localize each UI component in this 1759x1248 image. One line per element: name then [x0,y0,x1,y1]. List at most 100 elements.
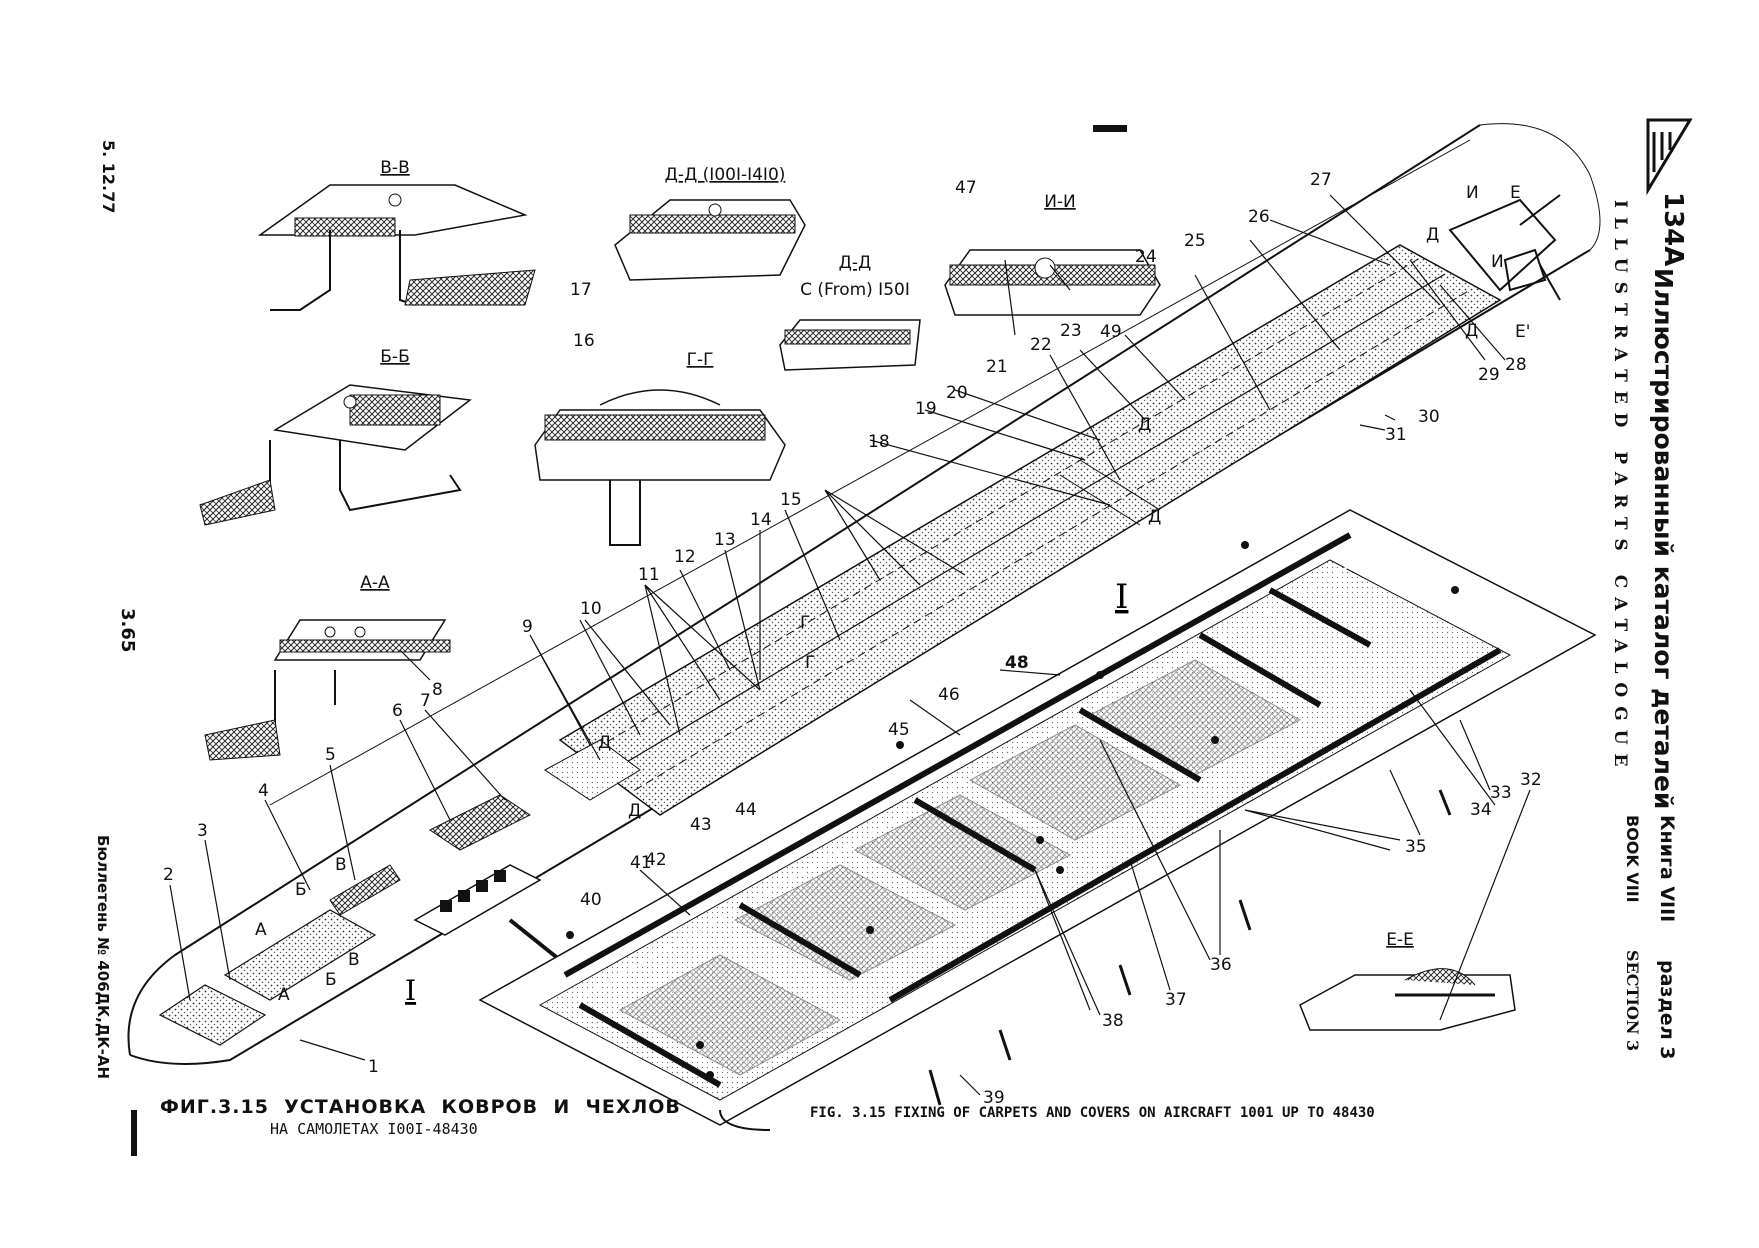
callout-48: 48 [1005,653,1029,673]
cut-mark-i: И [1466,183,1479,203]
section-title-dd2-from: С (From) I50I [800,280,910,300]
cut-mark-e-prime: Е' [1515,322,1530,342]
section-bb-drawing [199,384,472,526]
cut-mark-d: Д [1426,225,1439,245]
section-ii-drawing [944,249,1161,316]
scan-mark [1093,125,1127,132]
header-logo-text: 134A [1658,192,1688,267]
callout-19: 19 [915,399,937,419]
callout-29: 29 [1478,365,1500,385]
cut-mark-b: Б [325,970,337,990]
callout-24: 24 [1135,247,1157,267]
section-title-bb: Б-Б [380,347,409,367]
callout-45: 45 [888,720,910,740]
callout-10: 10 [580,599,602,619]
section-title-ii: И-И [1044,192,1076,212]
callout-37: 37 [1165,990,1187,1010]
callout-23: 23 [1060,321,1082,341]
callout-1: 1 [368,1057,379,1077]
callout-22: 22 [1030,335,1052,355]
section-title-vv: В-В [380,158,409,178]
cut-mark-d: Д [628,801,641,821]
callout-17: 17 [570,280,592,300]
callout-6: 6 [392,701,403,721]
header-title-ru: Иллюстрированный каталог деталей [1649,268,1678,810]
callout-16: 16 [573,331,595,351]
callout-25: 25 [1184,231,1206,251]
callout-5: 5 [325,745,336,765]
callout-3: 3 [197,821,208,841]
cut-mark-a: А [255,920,267,940]
view-title-i: I [1115,577,1128,617]
callout-21: 21 [986,357,1008,377]
callout-26: 26 [1248,207,1270,227]
margin-bulletin: Бюллетень № 406ДК,ДК-АН [94,835,112,1080]
section-dd1-drawing [614,199,806,281]
section-title-gg: Г-Г [687,350,714,370]
callout-34: 34 [1470,800,1492,820]
section-title-dd1: Д-Д (I00I-I4I0) [665,165,786,185]
margin-date: 5. 12.77 [99,140,118,214]
cut-mark-g: Г [805,653,815,673]
callout-14: 14 [750,510,772,530]
cut-mark-d: Д [598,733,611,753]
callout-12: 12 [674,547,696,567]
cut-mark-d: Д [1138,415,1151,435]
callout-28: 28 [1505,355,1527,375]
callout-numbers: 1 2 3 4 5 6 7 8 9 10 11 12 13 14 15 16 1… [163,170,1542,1108]
floor-panel-view-i [478,509,1597,1131]
cut-mark-d: Д [1465,321,1478,341]
section-dd2-drawing [779,319,921,371]
cut-mark-b: Б [295,880,307,900]
callout-2: 2 [163,865,174,885]
callout-41: 41 [630,853,652,873]
section-vv-drawing [257,184,536,311]
callout-36: 36 [1210,955,1232,975]
cut-mark-g: Г [800,613,810,633]
header-title-en: ILLUSTRATED PARTS CATALOGUE [1610,200,1630,776]
fuselage-outline [127,123,1601,1065]
section-title-aa: А-А [360,573,390,593]
section-ee-drawing [1299,968,1516,1031]
cut-mark-a: А [278,985,290,1005]
callout-4: 4 [258,781,269,801]
callout-13: 13 [714,530,736,550]
cut-mark-v: В [348,950,360,970]
cut-mark-d: Д [1148,507,1161,527]
tail-detail [1448,194,1561,301]
callout-31: 31 [1385,425,1407,445]
margin-page-number: 3.65 [117,608,138,653]
callout-38: 38 [1102,1011,1124,1031]
callout-27: 27 [1310,170,1332,190]
view-title-i-small: I [405,974,416,1007]
callout-46: 46 [938,685,960,705]
margin-bar [131,1110,137,1156]
section-aa-drawing [204,619,451,761]
callout-7: 7 [420,691,431,711]
header-section-en: SECTION 3 [1623,950,1642,1052]
callout-8: 8 [432,680,443,700]
callout-33: 33 [1490,783,1512,803]
aisle-carpet [558,244,1502,816]
header-section-ru: раздел 3 [1656,960,1678,1060]
section-gg-drawing [534,389,786,546]
front-carpet [158,739,641,1046]
callout-43: 43 [690,815,712,835]
callout-44: 44 [735,800,757,820]
callout-42: 42 [645,850,667,870]
callout-39: 39 [983,1088,1005,1108]
caption-en: FIG. 3.15 FIXING OF CARPETS AND COVERS O… [810,1105,1375,1121]
callout-18: 18 [868,432,890,452]
cut-marks: А А Б Б В В Г Г Д Д Д Д Д Д И И Е Е' [255,183,1530,1005]
callout-9: 9 [522,617,533,637]
cut-mark-i: И [1491,252,1504,272]
header-book-ru: Книга VIII [1656,815,1678,923]
header-book-en: BOOK VIII [1623,815,1642,903]
callout-20: 20 [946,383,968,403]
cut-mark-e: Е [1510,183,1521,203]
callout-49: 49 [1100,322,1122,342]
small-panel-view-i [413,864,562,962]
caption-ru-line1: ФИГ.3.15 УСТАНОВКА КОВРОВ И ЧЕХЛОВ [160,1096,681,1118]
